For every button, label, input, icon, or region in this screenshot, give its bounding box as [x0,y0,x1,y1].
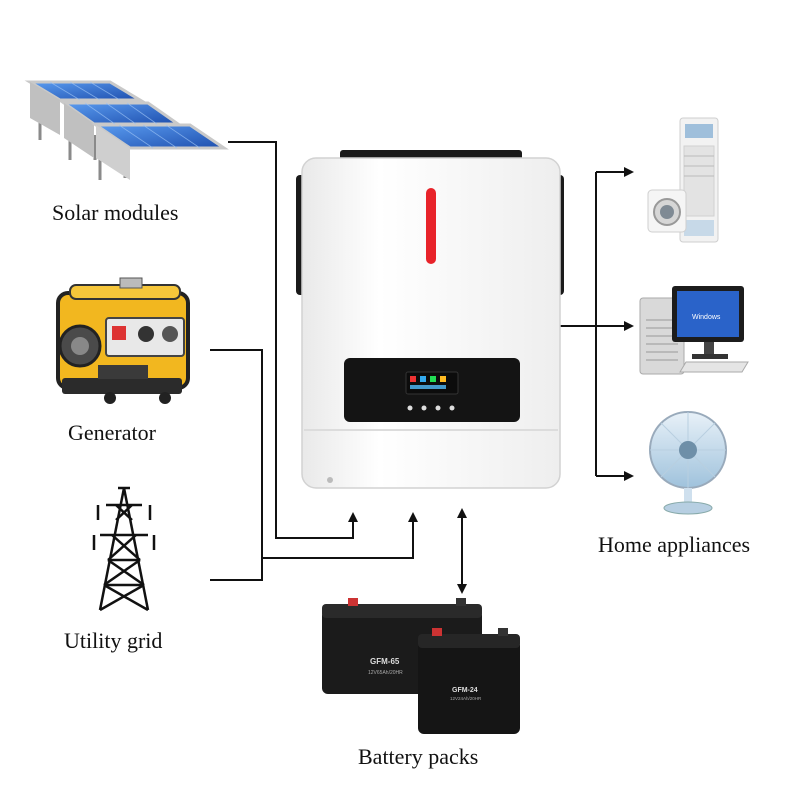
connection-lines [210,141,634,594]
battery-large-model: GFM-65 [370,657,400,666]
generator-label: Generator [68,420,156,445]
generator-image [56,277,190,404]
solar-modules-label: Solar modules [52,200,179,225]
computer-image: Windows [639,286,749,375]
solar-panels-image [24,80,229,180]
battery-small-model: GFM-24 [452,687,478,694]
utility-grid-label: Utility grid [64,628,163,653]
hybrid-inverter-image [296,150,564,489]
solar-connection-line [228,141,358,539]
battery-large-spec: 12V65Ah/20HR [368,670,403,676]
air-conditioner-and-washer-image [647,117,719,243]
inverter-led-bar [426,188,436,264]
fan-image [649,411,727,515]
monitor-windows-text: Windows [692,314,721,321]
grid-connection-line [210,558,263,581]
battery-packs-label: Battery packs [358,744,479,769]
home-appliances-label: Home appliances [598,532,751,557]
utility-tower-image [92,486,156,612]
battery-packs-image: GFM-65 12V65Ah/20HR GFM-24 12V24Ah/20HR [322,598,520,734]
battery-small-spec: 12V24Ah/20HR [450,696,482,701]
